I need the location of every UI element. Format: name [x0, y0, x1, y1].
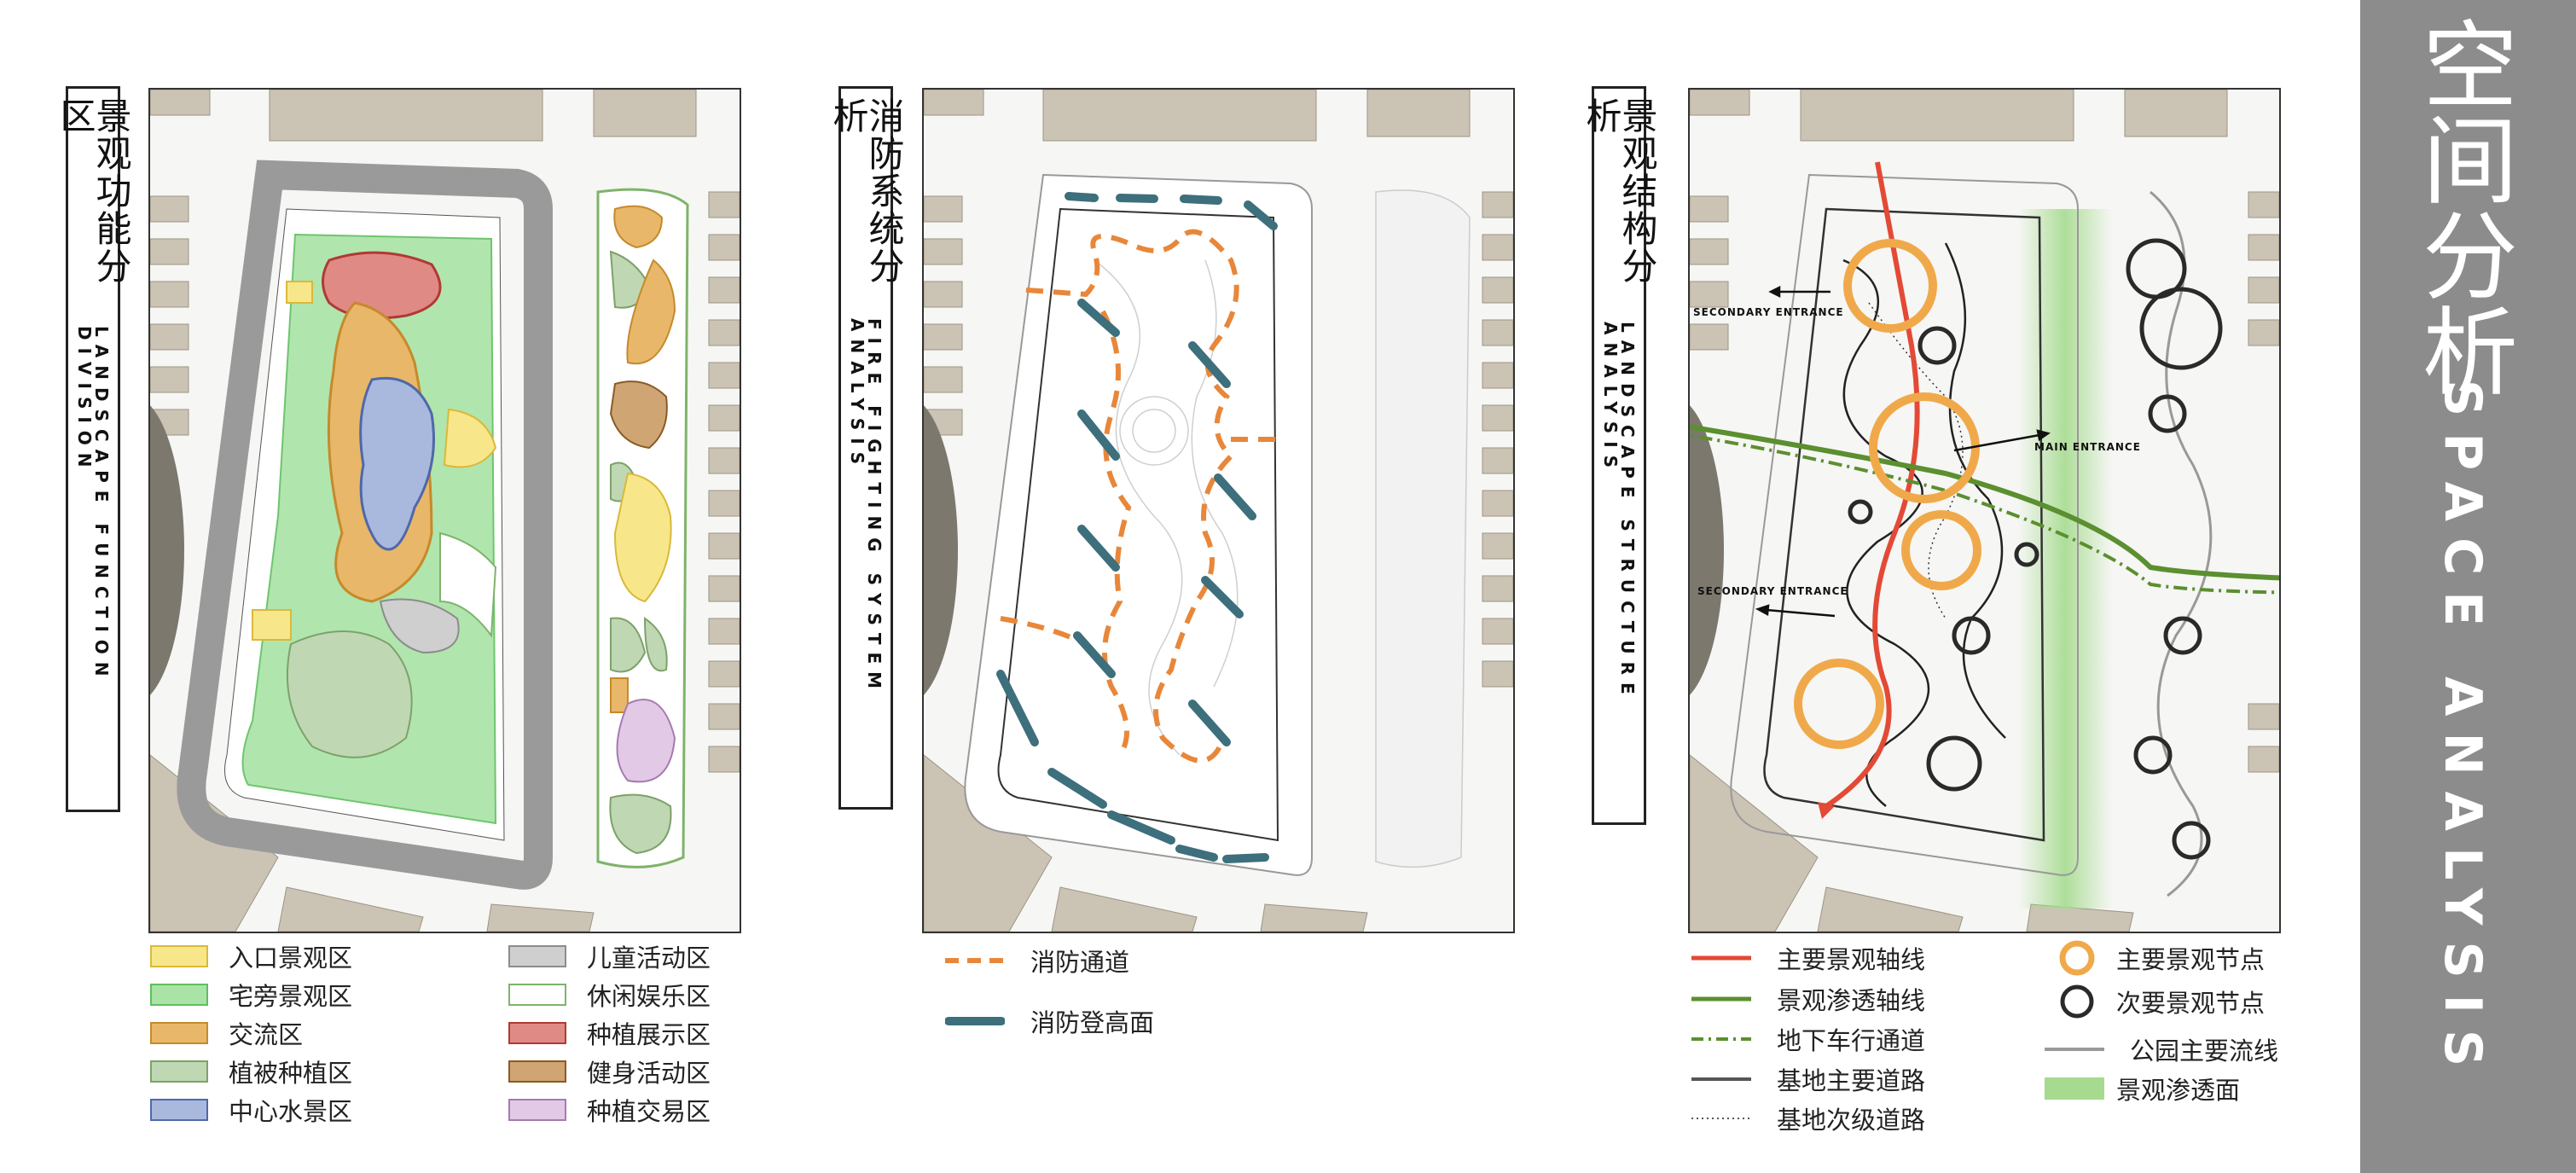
panel3-title-en: LANDSCAPE STRUCTURE ANALYSIS — [1600, 322, 1638, 703]
legend-item: 地下车行通道 — [1691, 1021, 1925, 1057]
legend-swatch — [508, 984, 566, 1006]
major-node-icon — [2059, 940, 2095, 976]
penetration-axis-swatch — [1691, 996, 1751, 1002]
legend-label: 次要景观节点 — [2116, 989, 2266, 1018]
legend-swatch — [508, 1060, 566, 1083]
legend-swatch — [150, 1022, 208, 1044]
panel1-title-box: 景观功能分区 LANDSCAPE FUNCTION DIVISION — [55, 86, 132, 812]
legend-label: 景观渗透轴线 — [1777, 986, 1926, 1015]
legend-label: 植被种植区 — [229, 1059, 353, 1088]
legend-label: 儿童活动区 — [587, 944, 711, 973]
panel1-map — [148, 88, 741, 933]
legend-item: 植被种植区 — [150, 1054, 352, 1089]
legend-item: 次要景观节点 — [2057, 981, 2265, 1022]
legend-swatch — [150, 945, 208, 967]
legend-item: 种植交易区 — [508, 1092, 711, 1128]
legend-label: 种植展示区 — [587, 1020, 711, 1049]
panel3-map — [1688, 88, 2281, 933]
side-bar — [2360, 0, 2576, 1173]
panel2-title-box: 消防系统分析 FIRE FIGHTING SYSTEM ANALYSIS — [827, 86, 905, 810]
panel2-title-cn: 消防系统分析 — [827, 97, 905, 285]
main-road-swatch — [1691, 1077, 1751, 1081]
legend-label: 消防登高面 — [1030, 1008, 1155, 1037]
legend-item: 基地次级道路 — [1691, 1100, 1925, 1136]
legend-swatch — [150, 984, 208, 1006]
fire-face-swatch — [945, 1017, 1005, 1025]
legend-item: 休闲娱乐区 — [508, 977, 711, 1013]
side-title-cn: 空间分析 — [2406, 15, 2517, 398]
legend-item: 交流区 — [150, 1015, 303, 1051]
legend-item: 景观渗透轴线 — [1691, 981, 1925, 1017]
panel2-title-en: FIRE FIGHTING SYSTEM ANALYSIS — [847, 317, 885, 696]
legend-label: 公园主要流线 — [2130, 1037, 2279, 1066]
secondary-entrance-label: SECONDARY ENTRANCE — [1693, 306, 1844, 318]
penetration-area-swatch — [2045, 1077, 2104, 1100]
legend-item: 主要景观轴线 — [1691, 940, 1925, 976]
legend-swatch — [508, 1022, 566, 1044]
legend-item: 儿童活动区 — [508, 938, 711, 974]
legend-item: 中心水景区 — [150, 1092, 352, 1128]
secondary-entrance-label: SECONDARY ENTRANCE — [1697, 585, 1848, 597]
legend-label: 主要景观轴线 — [1777, 945, 1926, 974]
legend-swatch — [508, 945, 566, 967]
legend-item: 种植展示区 — [508, 1015, 711, 1051]
legend-item: 消防登高面 — [945, 1003, 1154, 1039]
legend-label: 主要景观节点 — [2116, 945, 2266, 974]
legend-label: 基地次级道路 — [1777, 1106, 1926, 1135]
legend-item: 主要景观节点 — [2057, 938, 2265, 978]
legend-label: 消防通道 — [1030, 948, 1130, 977]
legend-item: 入口景观区 — [150, 938, 352, 974]
legend-label: 地下车行通道 — [1777, 1026, 1926, 1055]
panel1-title-en: LANDSCAPE FUNCTION DIVISION — [74, 325, 112, 684]
legend-label: 种植交易区 — [587, 1097, 711, 1126]
legend-label: 基地主要道路 — [1777, 1066, 1926, 1095]
secondary-road-swatch — [1691, 1118, 1751, 1119]
legend-label: 健身活动区 — [587, 1059, 711, 1088]
legend-item: 消防通道 — [945, 943, 1129, 978]
legend-item: 基地主要道路 — [1691, 1061, 1925, 1097]
legend-label: 入口景观区 — [229, 944, 353, 973]
legend-item: 健身活动区 — [508, 1054, 711, 1089]
legend-label: 休闲娱乐区 — [587, 982, 711, 1011]
side-title-en: SPACE ANALYSIS — [2433, 380, 2492, 1083]
legend-swatch — [150, 1099, 208, 1121]
legend-label: 宅旁景观区 — [229, 982, 353, 1011]
legend-label: 中心水景区 — [229, 1097, 353, 1126]
panel3-title-box: 景观结构分析 LANDSCAPE STRUCTURE ANALYSIS — [1581, 86, 1658, 825]
main-entrance-label: MAIN ENTRANCE — [2034, 441, 2141, 453]
main-axis-swatch — [1691, 955, 1751, 961]
fire-lane-swatch — [945, 958, 1005, 963]
legend-label: 景观渗透面 — [2116, 1076, 2241, 1105]
legend-swatch — [150, 1060, 208, 1083]
legend-item: 宅旁景观区 — [150, 977, 352, 1013]
legend-item: 景观渗透面 — [2045, 1071, 2240, 1106]
legend-item: 公园主要流线 — [2045, 1031, 2278, 1067]
panel1-title-cn: 景观功能分区 — [55, 97, 132, 285]
park-path-swatch — [2045, 1048, 2104, 1051]
panel2-map — [922, 88, 1515, 933]
minor-node-icon — [2060, 984, 2094, 1019]
underground-road-swatch — [1691, 1037, 1751, 1041]
legend-swatch — [508, 1099, 566, 1121]
panel3-title-cn: 景观结构分析 — [1581, 97, 1658, 285]
legend-label: 交流区 — [229, 1020, 304, 1049]
